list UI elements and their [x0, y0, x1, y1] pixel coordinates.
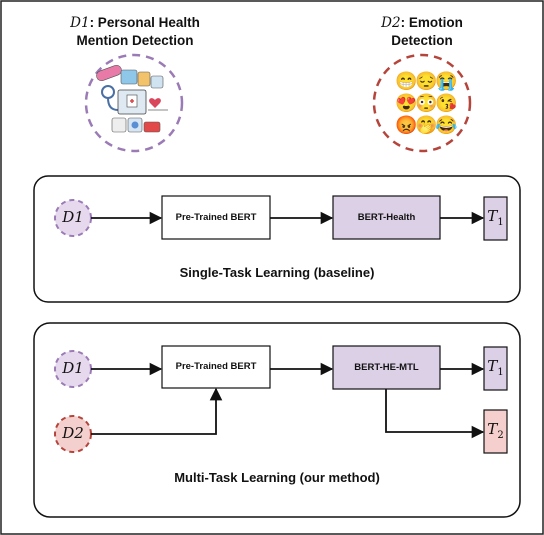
single-t1-label: T1 [484, 207, 507, 228]
emoji-flushed-icon: 😳 [415, 93, 438, 113]
multi-t1-label: T1 [484, 357, 507, 378]
emoji-kiss-icon: 😘 [435, 93, 458, 113]
multi-arrow-mtl-to-t2 [385, 389, 485, 439]
multi-bert-he-mtl-label: BERT-HE-MTL [354, 362, 419, 373]
emoji-grin-icon: 😁 [395, 71, 418, 91]
single-d1-label: D1 [62, 208, 84, 226]
d1-title-line2: Mention Detection [76, 33, 194, 48]
d2-symbol: D2 [381, 15, 401, 31]
d1-heading: D1: Personal Health Mention Detection [20, 14, 250, 49]
emoji-heart-eyes-icon: 😍 [395, 93, 418, 113]
d2-title-rest: : Emotion [400, 15, 463, 30]
emoji-crying-icon: 😭 [435, 71, 458, 91]
multi-d1-label: D1 [62, 359, 84, 377]
emoji-pensive-icon: 😔 [415, 71, 438, 91]
multi-t1-symbol: T [487, 357, 498, 375]
d2-title-line2: Detection [391, 33, 453, 48]
single-task-panel [33, 175, 521, 303]
single-t1-subscript: 1 [497, 217, 504, 228]
emoji-angry-icon: 😡 [395, 115, 418, 135]
single-task-caption: Single-Task Learning (baseline) [179, 265, 375, 280]
multi-task-caption: Multi-Task Learning (our method) [174, 470, 380, 485]
single-pretrained-bert-label: Pre-Trained BERT [175, 212, 257, 223]
health-illustration-icon [96, 64, 168, 133]
d2-heading: D2: Emotion Detection [330, 14, 514, 49]
multi-arrow-d2-to-bert [91, 387, 223, 435]
emoji-grid: 😁 😔 😭 😍 😳 😘 😡 🤭 😂 [395, 70, 458, 136]
d1-dataset-circle [84, 53, 184, 153]
multi-d2-label: D2 [62, 424, 84, 442]
d1-title-rest: : Personal Health [89, 15, 200, 30]
multi-task-panel [33, 322, 521, 518]
emoji-tears-of-joy-icon: 😂 [435, 115, 458, 135]
multi-pretrained-bert-label: Pre-Trained BERT [175, 361, 257, 372]
multi-t2-label: T2 [484, 420, 507, 441]
d2-dataset-circle [372, 53, 472, 153]
multi-t2-symbol: T [487, 420, 498, 438]
d1-symbol: D1 [70, 15, 90, 31]
single-bert-health-label: BERT-Health [357, 212, 416, 223]
multi-t1-subscript: 1 [497, 367, 504, 378]
single-t1-symbol: T [487, 207, 498, 225]
multi-bert-he-mtl-box [332, 345, 441, 390]
emoji-hand-over-mouth-icon: 🤭 [415, 115, 438, 135]
multi-t2-subscript: 2 [497, 430, 504, 441]
